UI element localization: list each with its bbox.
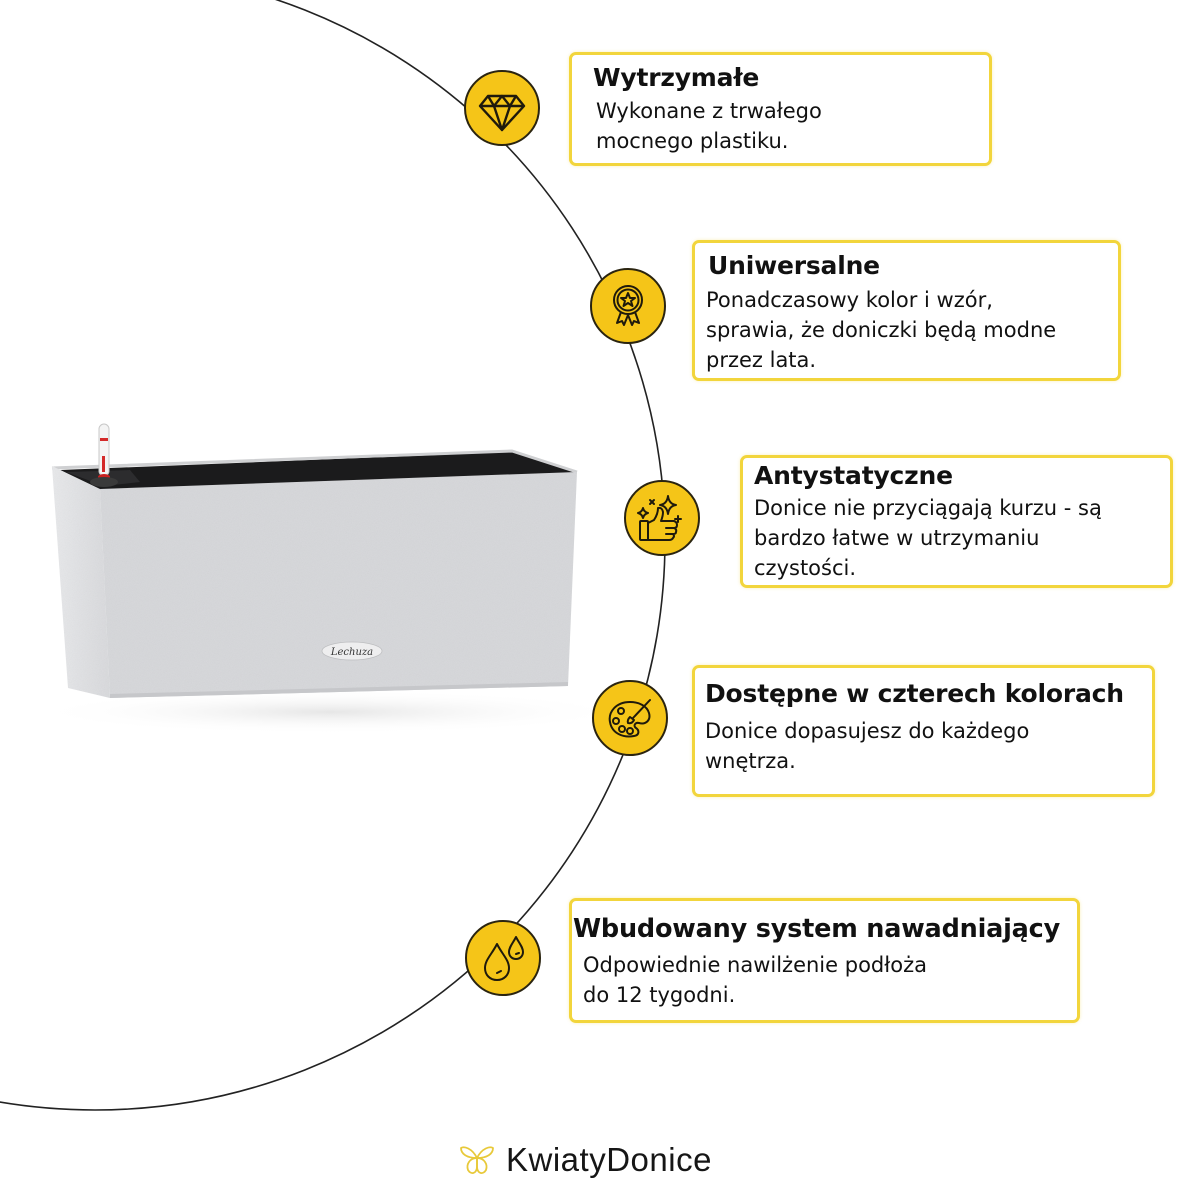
- feature-icon-antistatic: [624, 480, 700, 556]
- planter-opening: [60, 452, 577, 490]
- feature-title: Uniwersalne: [708, 251, 880, 280]
- feature-icon-medal: [590, 268, 666, 344]
- medal-icon: [613, 285, 643, 326]
- planter-side: [52, 466, 110, 698]
- feature-box-colors: Dostępne w czterech kolorach Donice dopa…: [692, 665, 1155, 797]
- planter-front: [100, 472, 577, 698]
- feature-description: Donice dopasujesz do każdego wnętrza.: [705, 719, 1030, 773]
- feature-box-irrigation: Wbudowany system nawadniający Odpowiedni…: [569, 898, 1080, 1023]
- feature-title: Dostępne w czterech kolorach: [705, 679, 1124, 708]
- diamond-icon: [478, 94, 526, 132]
- butterfly-logo-icon: [460, 1146, 494, 1174]
- feature-description: Donice nie przyciągają kurzu - są bardzo…: [754, 496, 1102, 580]
- feature-title: Wbudowany system nawadniający: [573, 914, 1061, 944]
- feature-icon-palette: [592, 680, 668, 756]
- feature-box-durable: Wytrzymałe Wykonane z trwałego mocnego p…: [569, 52, 992, 166]
- feature-icon-diamond: [464, 70, 540, 146]
- palette-icon: [608, 699, 651, 738]
- feature-description: Wykonane z trwałego mocnego plastiku.: [596, 99, 822, 153]
- planter-logo: Lechuza: [330, 647, 373, 658]
- feature-description: Odpowiednie nawilżenie podłoża do 12 tyg…: [583, 953, 927, 1007]
- feature-title: Antystatyczne: [754, 461, 953, 490]
- brand-name: KwiatyDonice: [506, 1141, 712, 1178]
- thumbs-up-sparkle-icon: [637, 495, 682, 541]
- planter-shadow: [30, 690, 620, 734]
- water-drops-icon: [484, 936, 524, 981]
- feature-box-antistatic: Antystatyczne Donice nie przyciągają kur…: [740, 455, 1173, 588]
- feature-icon-watering: [465, 920, 541, 996]
- feature-title: Wytrzymałe: [593, 63, 760, 92]
- feature-description: Ponadczasowy kolor i wzór, sprawia, że d…: [706, 288, 1057, 372]
- planter-image: Lechuza: [30, 423, 620, 734]
- water-level-indicator: [90, 423, 118, 487]
- feature-box-universal: Uniwersalne Ponadczasowy kolor i wzór, s…: [692, 240, 1121, 381]
